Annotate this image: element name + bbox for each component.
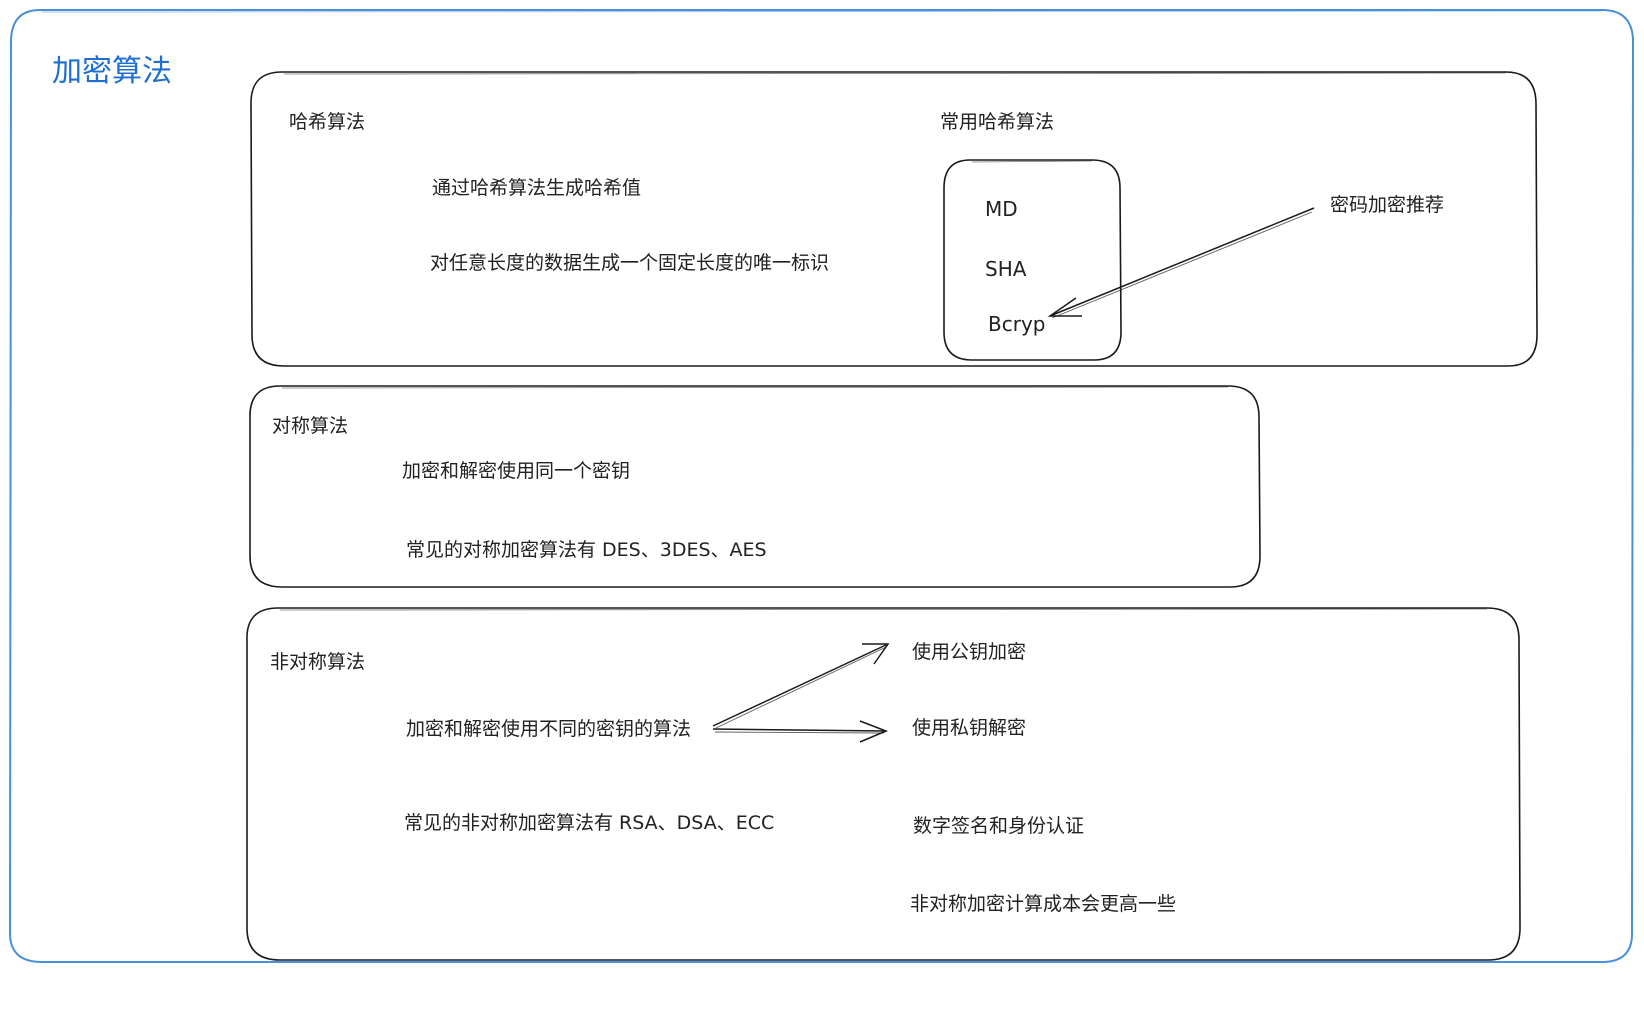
asymmetric-use-case: 数字签名和身份认证 xyxy=(913,815,1085,837)
hash-heading: 哈希算法 xyxy=(289,111,366,133)
algo-bcryp: Bcryp xyxy=(988,312,1046,336)
asymmetric-desc-2: 常见的非对称加密算法有 RSA、DSA、ECC xyxy=(404,812,775,834)
recommend-note: 密码加密推荐 xyxy=(1330,194,1445,216)
symmetric-desc-2: 常见的对称加密算法有 DES、3DES、AES xyxy=(406,539,767,561)
encrypt-arrow-head xyxy=(862,643,890,665)
branch-public-key-encrypt: 使用公钥加密 xyxy=(912,641,1027,663)
outer-frame xyxy=(8,9,1635,963)
hash-box xyxy=(250,71,1538,367)
symmetric-desc-1: 加密和解密使用同一个密钥 xyxy=(402,460,631,482)
recommend-arrow-head xyxy=(1047,297,1082,317)
asymmetric-desc-1: 加密和解密使用不同的密钥的算法 xyxy=(406,718,692,740)
hash-desc-2: 对任意长度的数据生成一个固定长度的唯一标识 xyxy=(430,252,830,274)
algo-sha: SHA xyxy=(985,257,1027,281)
encrypt-arrow-line xyxy=(712,643,889,727)
decrypt-arrow-head xyxy=(859,720,889,743)
hash-desc-1: 通过哈希算法生成哈希值 xyxy=(432,177,642,199)
recommend-arrow-line xyxy=(1049,207,1315,317)
asymmetric-box xyxy=(246,607,1521,961)
asymmetric-heading: 非对称算法 xyxy=(270,651,366,673)
branch-private-key-decrypt: 使用私钥解密 xyxy=(912,717,1027,739)
algo-md: MD xyxy=(985,197,1018,221)
decrypt-arrow-line xyxy=(712,728,887,732)
asymmetric-cost-note: 非对称加密计算成本会更高一些 xyxy=(910,893,1177,915)
page-title: 加密算法 xyxy=(52,54,172,89)
common-hash-heading: 常用哈希算法 xyxy=(940,111,1055,133)
symmetric-heading: 对称算法 xyxy=(272,415,349,437)
